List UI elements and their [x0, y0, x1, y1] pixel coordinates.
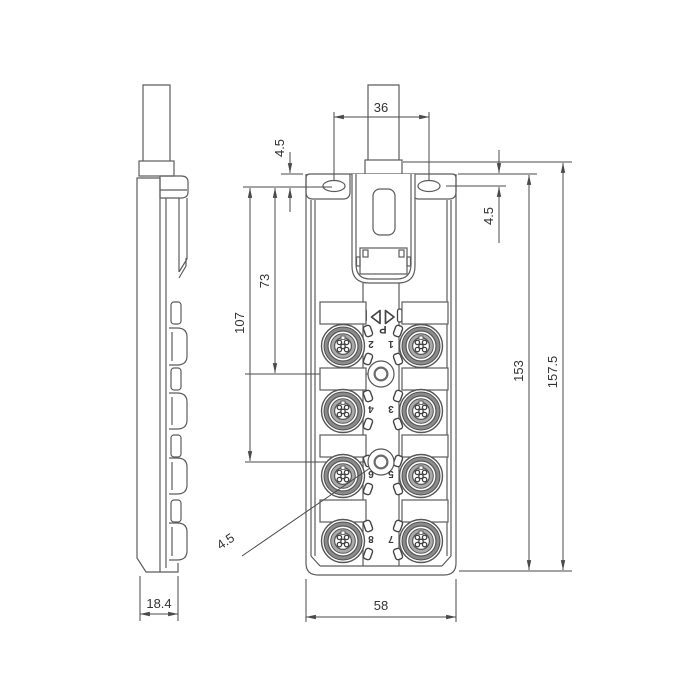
dim-153-text: 153 [511, 360, 526, 382]
m12-port-8 [320, 518, 366, 564]
dim-73-text: 73 [257, 274, 272, 288]
housing-window [372, 188, 396, 236]
port-number-2: 2 [368, 338, 374, 349]
m12-port-3 [398, 388, 444, 434]
triangle-left-icon [370, 309, 381, 325]
dim-body-width-lines [305, 579, 457, 622]
side-body [136, 177, 188, 573]
mount-slot-left [322, 179, 346, 193]
dim-157-text: 157.5 [545, 356, 560, 389]
side-cable [138, 84, 175, 177]
terminal-block [359, 247, 408, 275]
screw-dia-leader [241, 467, 371, 557]
port-number-8: 8 [368, 533, 374, 544]
label-plates [319, 301, 449, 523]
dim-offset-left-text: 4.5 [272, 139, 287, 157]
mount-slot-right [417, 179, 441, 193]
dim-58-text: 58 [374, 598, 388, 613]
m12-port-5 [398, 453, 444, 499]
dim-hole-spacing [333, 112, 430, 181]
dim-offset-right-text: 4.5 [481, 207, 496, 225]
center-screw-1 [366, 359, 396, 389]
front-view [245, 84, 457, 576]
port-number-3: 3 [388, 403, 394, 414]
port-numbers: 2 1 4 3 6 5 8 7 P [368, 323, 394, 544]
dim-hole-spacing-text: 36 [374, 100, 388, 115]
side-connector-bumps [169, 327, 188, 561]
side-strain-relief-cap [159, 175, 189, 199]
dim-hole-offset-left [243, 152, 332, 212]
dim-screw-dia-text: 4.5 [214, 530, 237, 553]
indicator-slot-right [396, 308, 403, 323]
port-number-5: 5 [388, 468, 394, 479]
m12-port-2 [320, 323, 366, 369]
dim-107-text: 107 [232, 312, 247, 334]
triangle-right-icon [384, 309, 395, 325]
m12-port-7 [398, 518, 444, 564]
dim-depth-lines [139, 576, 179, 621]
side-view [136, 84, 189, 573]
dimension-layer [139, 112, 572, 622]
m12-port-1 [398, 323, 444, 369]
port-number-1: 1 [388, 338, 394, 349]
power-label: P [379, 323, 386, 335]
front-cable [364, 84, 403, 176]
port-number-4: 4 [368, 403, 374, 414]
side-label-tabs [170, 301, 182, 523]
port-number-7: 7 [388, 533, 394, 544]
dim-184-text: 18.4 [146, 596, 171, 611]
port-number-6: 6 [368, 468, 374, 479]
dim-73-107 [247, 187, 278, 462]
m12-port-4 [320, 388, 366, 434]
cable-entry-housing [351, 174, 416, 284]
dimension-texts: 36 4.5 4.5 73 107 153 157.5 4.5 58 18.4 [146, 100, 560, 613]
dim-right-refs [403, 150, 572, 572]
